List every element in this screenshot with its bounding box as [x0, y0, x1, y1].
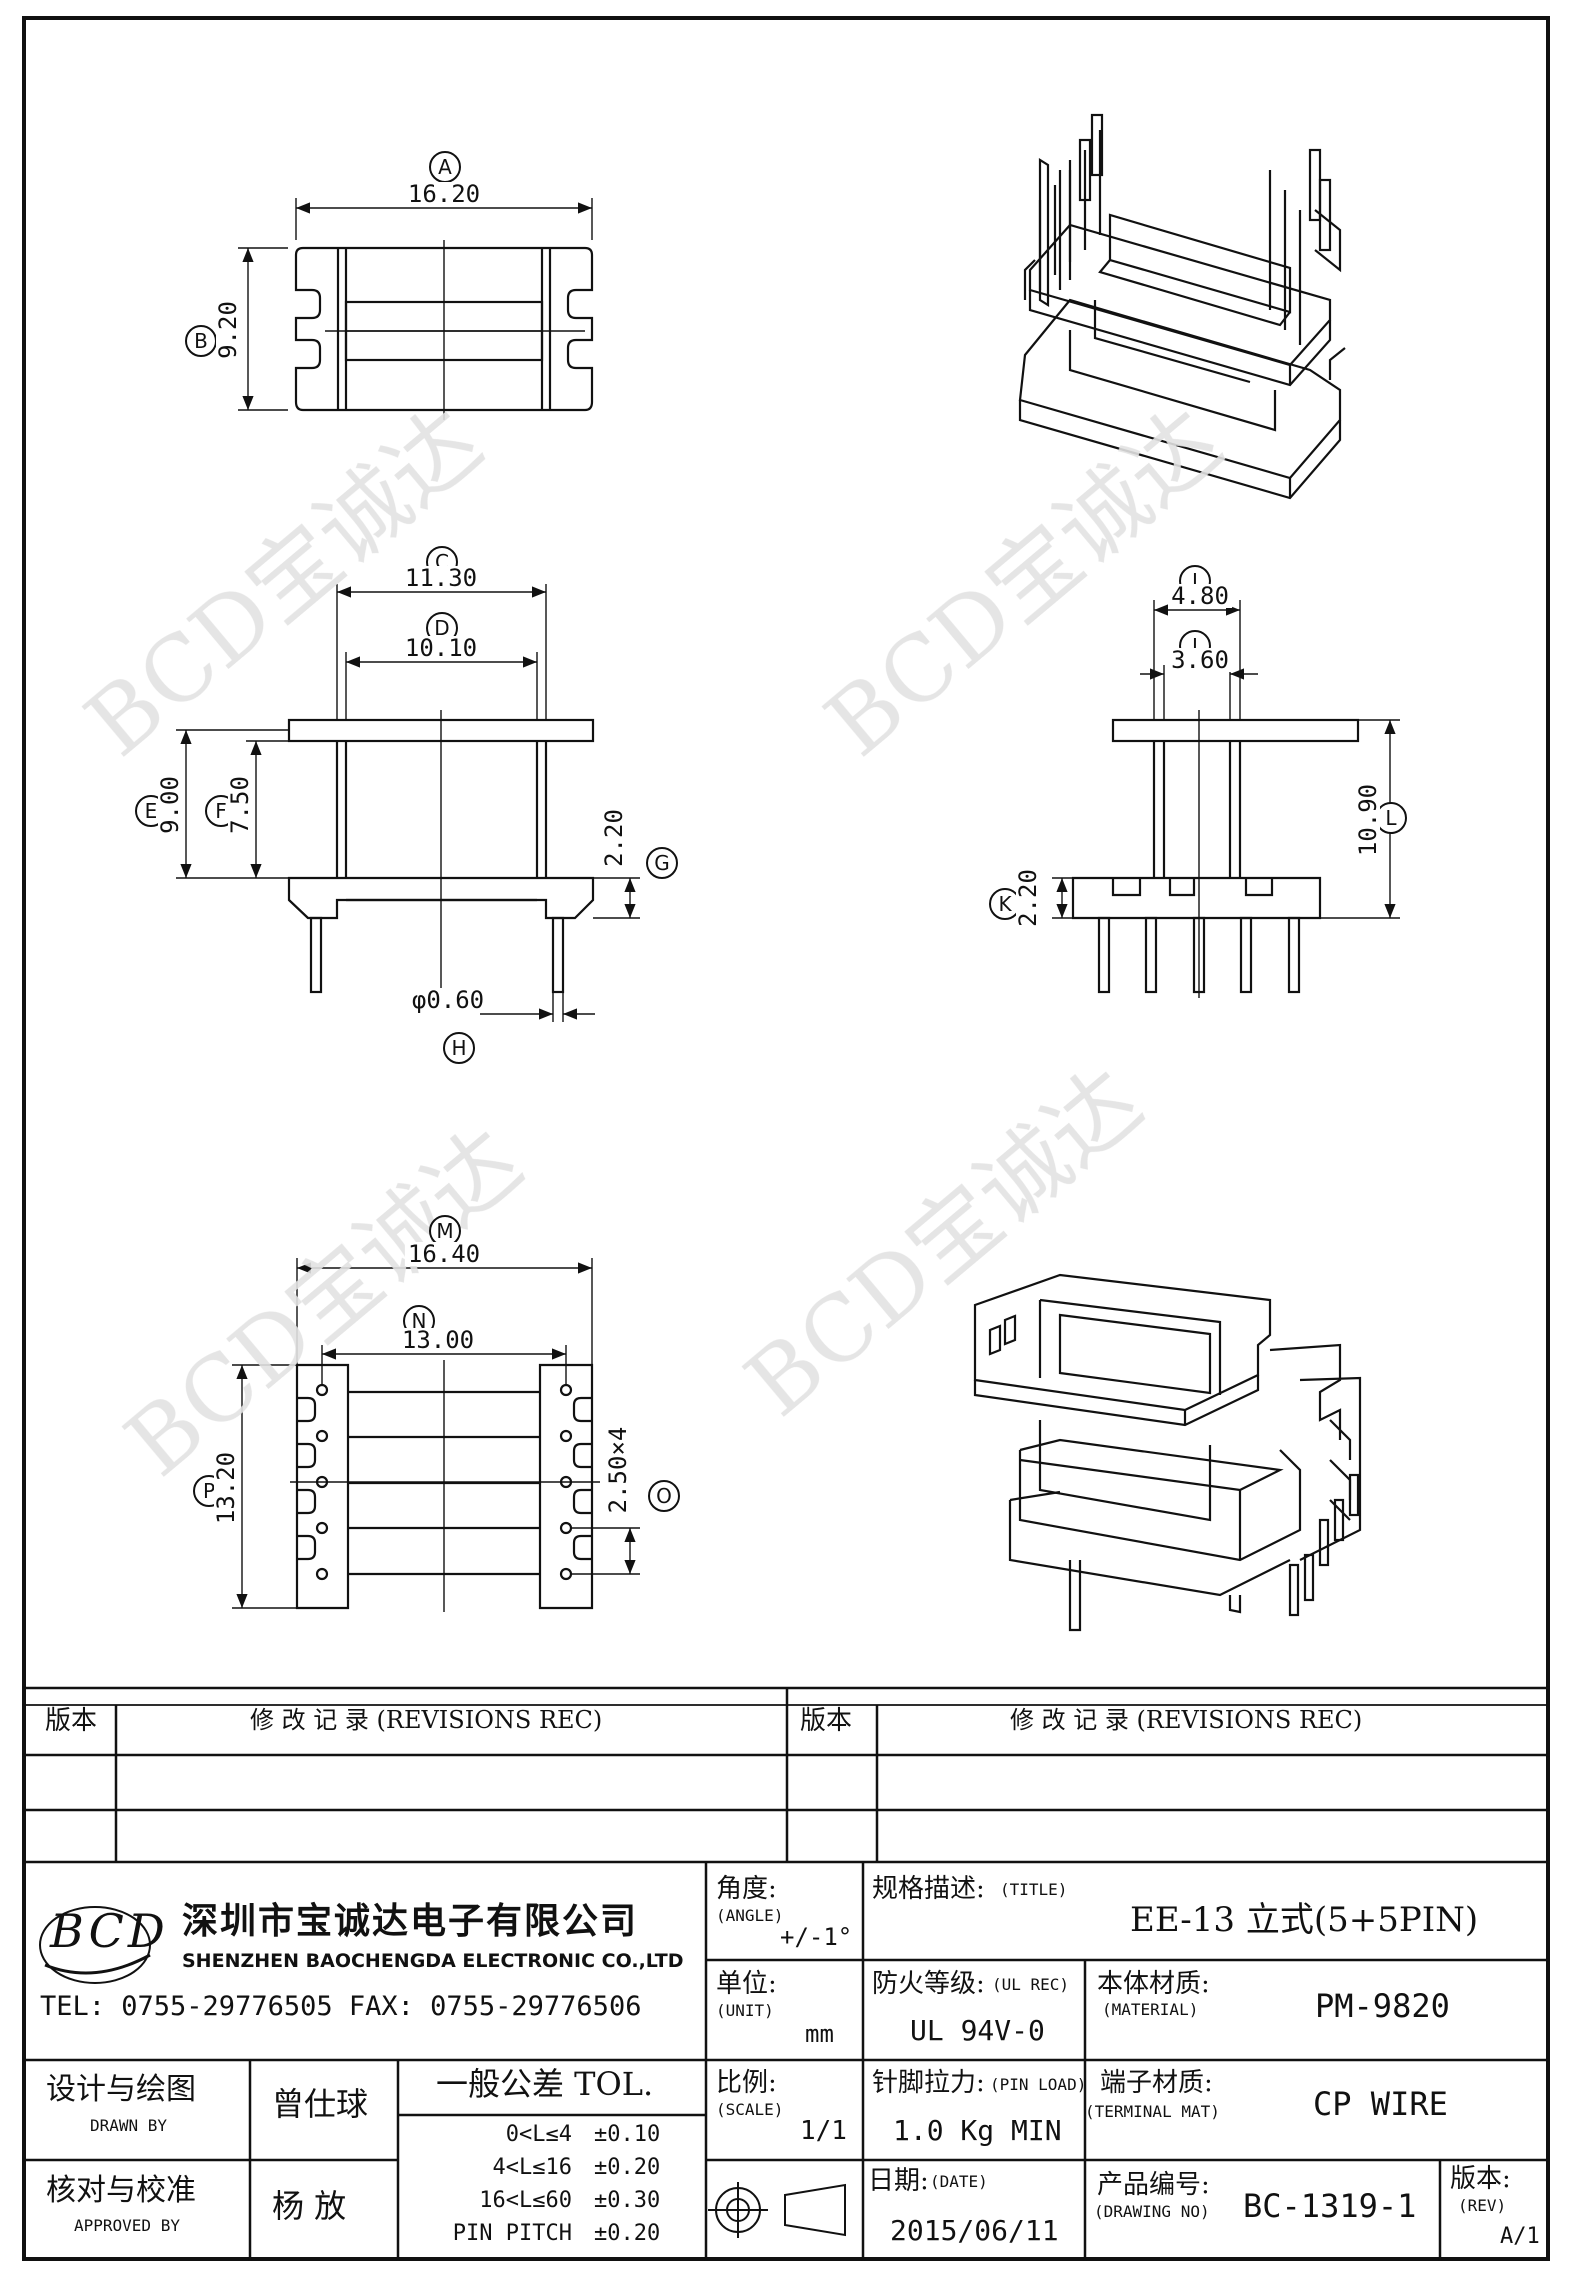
- dim-circle-a: A: [429, 151, 461, 183]
- title-table: [22, 1862, 1550, 2261]
- angle-en: (ANGLE): [716, 1906, 784, 1925]
- iso-view-bottom: [973, 1273, 1362, 1632]
- dim-value-o: 2.50×4: [604, 1423, 632, 1517]
- iso-view-top: [1018, 113, 1346, 500]
- dim-value-l: 10.90: [1354, 780, 1382, 860]
- scale-en: (SCALE): [716, 2100, 784, 2119]
- approver-value: 杨 放: [272, 2187, 347, 2225]
- dim-value-p: 13.20: [212, 1448, 240, 1528]
- tol-value: ±0.20: [594, 2221, 661, 2246]
- dim-value-k: 2.20: [1014, 866, 1042, 930]
- tol-range: 4<L≤16: [492, 2155, 572, 2180]
- company-name-cn: 深圳市宝诚达电子有限公司: [182, 1900, 639, 1942]
- top-view: [238, 198, 594, 420]
- dim-circle-h: H: [443, 1032, 475, 1064]
- dim-value-c: 11.30: [401, 566, 481, 590]
- dim-circle-g: G: [646, 847, 678, 879]
- dim-value-f: 7.50: [226, 773, 254, 837]
- dim-value-n: 13.00: [398, 1328, 478, 1352]
- date-en: (DATE): [930, 2172, 988, 2191]
- tol-range: 0<L≤4: [505, 2122, 572, 2147]
- dim-value-g: 2.20: [600, 806, 628, 870]
- dim-circle-k: K: [989, 888, 1021, 920]
- terminal-en: (TERMINAL MAT): [1085, 2102, 1220, 2121]
- pin-load-label: 针脚拉力:: [872, 2068, 985, 2098]
- drawing-no-value: BC-1319-1: [1243, 2187, 1417, 2225]
- date-label: 日期:: [868, 2166, 929, 2196]
- material-en: (MATERIAL): [1102, 2000, 1199, 2019]
- logo-graphic: [39, 1906, 151, 1984]
- revision-table: [22, 1686, 1550, 1864]
- tol-title: 一般公差 TOL.: [436, 2065, 654, 2103]
- unit-en: (UNIT): [716, 2001, 774, 2020]
- dim-value-b: 9.20: [214, 298, 242, 362]
- side-view: [1052, 600, 1400, 998]
- angle-value: +/-1°: [780, 1923, 853, 1951]
- pin-load-value: 1.0 Kg MIN: [893, 2114, 1062, 2147]
- rev-rec-label-left: 修 改 记 录 (REVISIONS REC): [250, 1706, 603, 1734]
- drawing-no-en: (DRAWING NO): [1094, 2202, 1210, 2221]
- watermark: BCD宝诚达 BCD宝诚达 BCD宝诚达 BCD宝诚达: [67, 389, 1241, 1497]
- scale-value: 1/1: [800, 2116, 847, 2146]
- dim-value-h: φ0.60: [408, 988, 488, 1012]
- dim-circle-o: O: [648, 1480, 680, 1512]
- tol-value: ±0.20: [594, 2155, 661, 2180]
- title-label: 规格描述:: [872, 1874, 985, 1904]
- company-name-en: SHENZHEN BAOCHENGDA ELECTRONIC CO.,LTD: [182, 1950, 684, 1972]
- material-label: 本体材质:: [1097, 1969, 1210, 1999]
- rev-ver-label-right: 版本: [800, 1706, 853, 1736]
- rev-rec-label-right: 修 改 记 录 (REVISIONS REC): [1010, 1706, 1363, 1734]
- dim-value-m: 16.40: [404, 1242, 484, 1266]
- ul-en: (UL REC): [992, 1975, 1070, 1994]
- title-value: EE-13 立式(5+5PIN): [1130, 1900, 1479, 1940]
- designer-label: 设计与绘图: [46, 2072, 196, 2107]
- terminal-label: 端子材质:: [1100, 2068, 1213, 2098]
- date-value: 2015/06/11: [890, 2214, 1059, 2247]
- title-en: (TITLE): [1000, 1880, 1068, 1899]
- svg-text:BCD宝诚达: BCD宝诚达: [107, 1109, 541, 1497]
- rev-label: 版本:: [1450, 2164, 1511, 2194]
- tol-range: 16<L≤60: [479, 2188, 572, 2213]
- designer-value: 曾仕球: [272, 2085, 369, 2123]
- company-contact: TEL: 0755-29776505 FAX: 0755-29776506: [40, 1991, 642, 2022]
- dim-circle-l: L: [1375, 802, 1407, 834]
- tol-range: PIN PITCH: [452, 2221, 572, 2246]
- dim-circle-m: M: [429, 1215, 461, 1247]
- projection-symbol: [708, 2182, 846, 2238]
- pin-load-en: (PIN LOAD): [990, 2075, 1087, 2094]
- dim-value-d: 10.10: [401, 636, 481, 660]
- drawing-no-label: 产品编号:: [1097, 2170, 1210, 2200]
- angle-label: 角度:: [716, 1874, 777, 1904]
- approver-en: APPROVED BY: [74, 2216, 180, 2235]
- tol-value: ±0.30: [594, 2188, 661, 2213]
- dim-circle-b: B: [185, 325, 217, 357]
- approver-label: 核对与校准: [46, 2173, 196, 2208]
- rev-ver-label-left: 版本: [45, 1706, 98, 1736]
- material-value: PM-9820: [1315, 1987, 1450, 2025]
- front-view: [176, 584, 640, 1022]
- ul-label: 防火等级:: [872, 1969, 985, 1999]
- unit-value: mm: [805, 2020, 834, 2048]
- company-logo-text: BCD: [50, 1904, 169, 1958]
- dim-value-a: 16.20: [404, 182, 484, 206]
- bottom-view: [232, 1258, 640, 1612]
- designer-en: DRAWN BY: [90, 2116, 168, 2135]
- drawing-frame: [22, 16, 1550, 2261]
- tol-value: ±0.10: [594, 2122, 661, 2147]
- dim-value-i: 4.80: [1168, 584, 1232, 608]
- dim-value-e: 9.00: [156, 773, 184, 837]
- dim-value-j: 3.60: [1168, 648, 1232, 672]
- rev-en: (REV): [1458, 2196, 1507, 2215]
- terminal-value: CP WIRE: [1313, 2085, 1448, 2123]
- rev-value: A/1: [1500, 2224, 1540, 2249]
- scale-label: 比例:: [716, 2068, 777, 2098]
- ul-value: UL 94V-0: [910, 2014, 1045, 2047]
- unit-label: 单位:: [716, 1969, 777, 1999]
